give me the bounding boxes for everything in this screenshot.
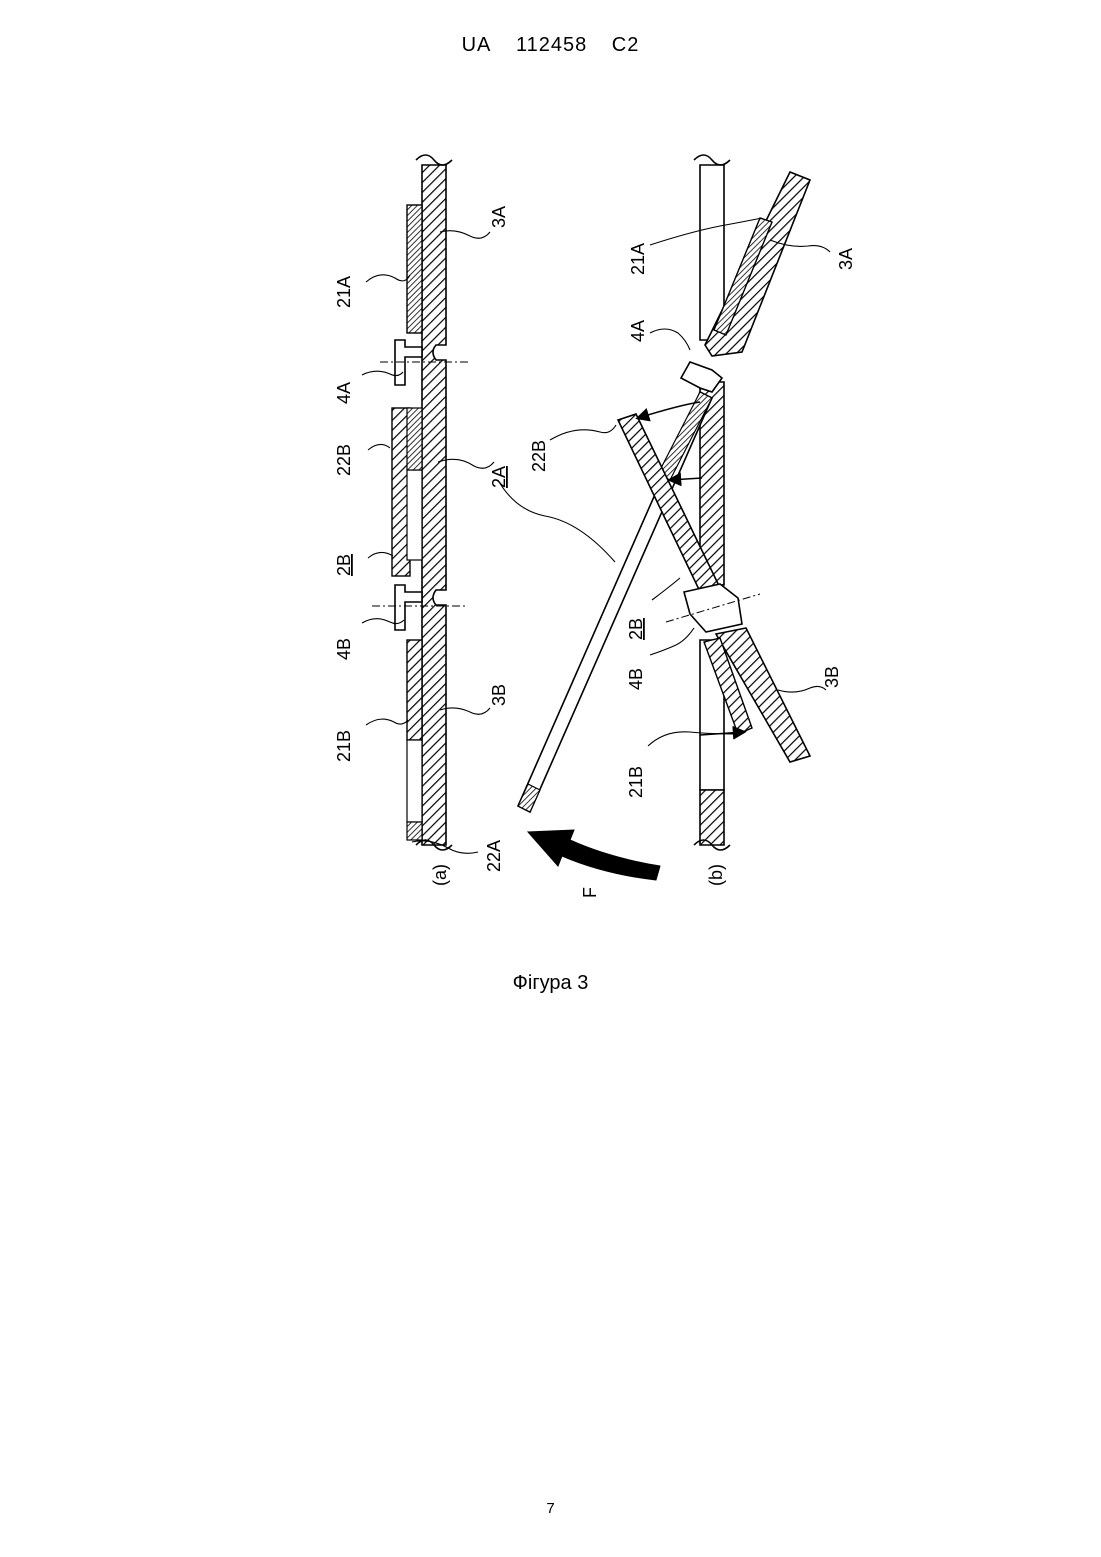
panel-b: [498, 155, 830, 850]
panel-a-plate-21b-end: [407, 822, 422, 840]
leader-22b-a: [368, 444, 390, 450]
label-2b-a: 2B: [334, 554, 354, 576]
label-22b-b: 22B: [529, 440, 549, 472]
label-3b-b: 3B: [822, 666, 842, 688]
label-21a-b: 21A: [628, 243, 648, 275]
force-label: F: [580, 887, 600, 898]
leader-21b-b: [648, 732, 740, 746]
leader-21a-a: [366, 275, 410, 282]
leader-3a-a: [440, 231, 490, 239]
leader-2b-a: [368, 552, 393, 558]
leader-3b-a: [440, 708, 490, 714]
panel-b-base-end: [700, 790, 724, 845]
leader-4a-b: [650, 329, 690, 350]
panel-a-plate-21a: [407, 205, 422, 333]
label-4b-b: 4B: [626, 668, 646, 690]
leader-3b-b: [778, 686, 826, 692]
panel-a: [362, 155, 494, 853]
label-4a-a: 4A: [334, 382, 354, 404]
label-21b-b: 21B: [626, 766, 646, 798]
panel-b-rivet-4a: [681, 362, 722, 392]
page-number: 7: [0, 1500, 1101, 1517]
label-21b-a: 21B: [334, 730, 354, 762]
label-22b-a: 22B: [334, 444, 354, 476]
panel-a-plate-21b-empty: [407, 740, 422, 822]
label-4b-a: 4B: [334, 638, 354, 660]
force-arrow: [528, 830, 660, 880]
panel-a-plate-22b-inner: [407, 470, 422, 560]
panel-label-a: (a): [430, 864, 450, 886]
label-2a-a: 2A: [489, 466, 509, 488]
leader-2a-b: [498, 480, 615, 562]
label-4a-b: 4A: [628, 320, 648, 342]
label-21a-a: 21A: [334, 276, 354, 308]
leader-22b-b: [550, 425, 616, 440]
panel-a-plate-22b-fine: [407, 408, 422, 470]
figure-3-drawing: 21A 3A 4A 22B 2A 2B 4B 21B 3B 22A (a) 21…: [0, 0, 1101, 960]
panel-a-break-top: [416, 155, 452, 165]
panel-label-b: (b): [706, 864, 726, 886]
panel-b-break-top: [694, 155, 730, 165]
panel-a-band-top: [422, 165, 446, 845]
label-3b-a: 3B: [489, 684, 509, 706]
label-3a-b: 3A: [836, 248, 856, 270]
label-3a-a: 3A: [489, 206, 509, 228]
label-22a: 22A: [484, 840, 504, 872]
panel-b-plate-2a-end: [518, 784, 540, 812]
figure-caption: Фігура 3: [0, 972, 1101, 995]
leader-2b-b: [652, 578, 680, 600]
label-2b-b: 2B: [626, 618, 646, 640]
leader-21b-a: [366, 719, 408, 725]
leader-4b-b: [650, 628, 694, 655]
panel-a-plate-21b: [407, 640, 422, 740]
